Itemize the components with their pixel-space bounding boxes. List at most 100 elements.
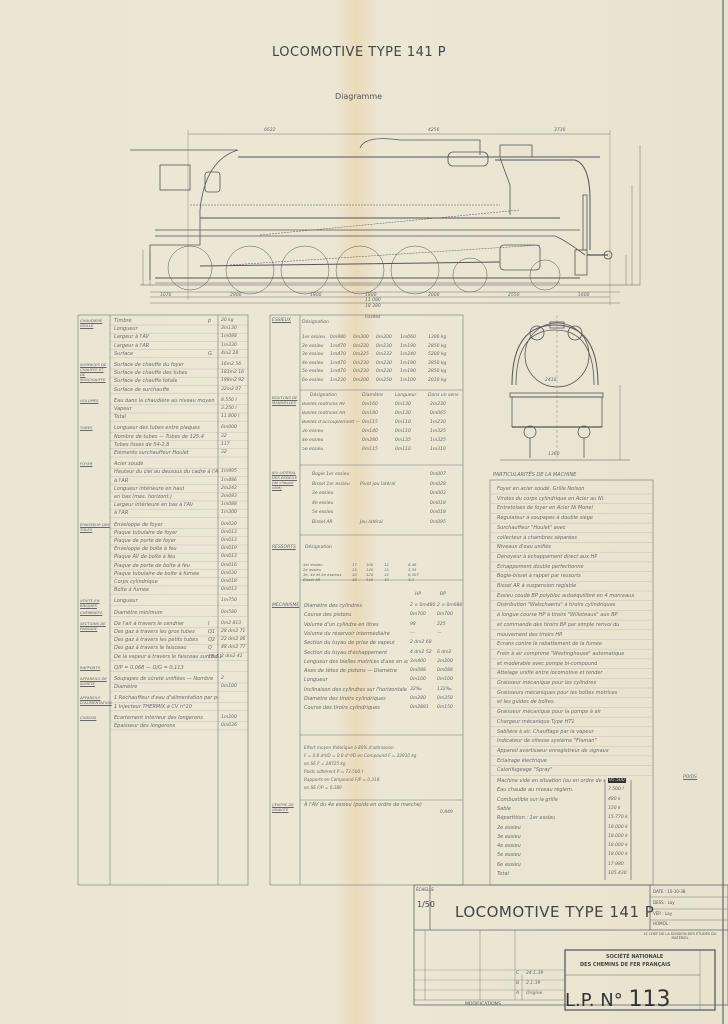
modification-index: A <box>516 991 520 996</box>
ressort-cell: 1er essieu <box>303 562 323 567</box>
bielles-header: Dans un sens <box>428 393 459 398</box>
particularite-item: Sablière à air. Chauffage par la vapeur <box>497 728 594 735</box>
spec-value: 0m030 <box>221 570 237 576</box>
scale-label: ÉCHELLE <box>416 887 434 892</box>
spec-value: 32m2 07 <box>221 386 242 392</box>
particularite-item: Calorifugeage "Spray" <box>497 767 553 774</box>
dome <box>359 138 481 155</box>
dim-bottom-4: 1800 <box>365 293 377 298</box>
mecanisme-hp: 3m400 <box>410 658 426 664</box>
bielle-cell: 0m280 <box>362 438 378 443</box>
spec-description: Timbre <box>114 318 132 324</box>
mecanisme-hp: 2 dm2 68 <box>410 640 432 646</box>
spec-value: 11.800 l <box>221 414 240 420</box>
spec-description: Eau dans la chaudière au niveau moyen <box>114 397 215 404</box>
essieu-cell: 1m470 <box>330 352 346 357</box>
spec-value: 28 dm2 71 <box>221 629 246 634</box>
essieu-cell: 1m470 <box>330 343 346 349</box>
locomotive-front-view <box>500 315 630 461</box>
particularite-item: Éclairage électrique <box>497 757 547 764</box>
section-label: TUBES <box>80 425 93 431</box>
homologated-field: HOMOL : <box>653 921 671 926</box>
spec-description: Longueur <box>114 598 138 605</box>
bielle-cell: 5e essieu <box>302 447 324 452</box>
centre-gravite-text: À l'AV du 4e essieu (poids en ordre de m… <box>304 802 422 808</box>
spec-value: 3.250 l <box>221 406 237 411</box>
mecanisme-description: Longueur des bielles motrices d'axe en a… <box>304 658 408 665</box>
effort-line: F = 0.8 d²l/D = 0.8 d'²l/D en Compound F… <box>304 753 417 758</box>
spec-description: Diamètre <box>114 684 138 691</box>
essieu-cell: 0m230 <box>353 360 369 366</box>
modifications-label: MODIFICATIONS <box>465 1002 501 1007</box>
spec-value: 1m200 <box>221 714 237 720</box>
essieu-cell: 0m225 <box>353 352 369 357</box>
dim-bottom-2: 2900 <box>230 293 242 298</box>
poids-value: 105.430 <box>608 871 627 876</box>
spec-value: 198m2 92 <box>221 378 244 384</box>
ressort-cell: 2e essieu <box>303 567 322 572</box>
bielle-cell: 1m325 <box>430 438 446 443</box>
middle-table-frame <box>269 314 464 886</box>
poids-description: Répartition : 1er essieu <box>497 815 556 822</box>
spec-description: Enveloppe de boîte à feu <box>114 546 177 553</box>
modification-date: Origine <box>526 991 543 996</box>
essieu-cell: 1m190 <box>400 343 416 349</box>
bogie-wheel <box>452 257 488 293</box>
mecanisme-bp: 0m100 <box>437 677 453 683</box>
mecanisme-bp: 225 <box>437 621 446 627</box>
bielle-cell: Bielles motrices AV <box>302 402 346 407</box>
section-label: VOÛTE EN BRIQUES <box>80 598 100 609</box>
particularite-item: Appareil avertisseur enregistreur de sig… <box>497 747 609 754</box>
sheet-edge <box>722 0 724 1024</box>
wheel-4 <box>280 245 330 295</box>
poids-description: Sable <box>497 805 511 812</box>
jeu-cell: 0m095 <box>430 519 446 525</box>
ressort-cell: 3,3 <box>408 577 415 582</box>
spec-description: Plaque AV de boîte à feu <box>114 554 176 561</box>
poids-description: Machine vide en situation (ou en ordre d… <box>497 778 605 784</box>
poids-value: 95.500 <box>608 778 626 783</box>
bp-header: BP <box>440 592 446 597</box>
particularite-item: mouvement des tiroirs HP. <box>497 631 564 638</box>
jeu-cell: Jeu latéral <box>360 519 383 525</box>
jeu-cell: Bogie 1er essieu <box>312 472 350 477</box>
mecanisme-description: Section du tuyau d'échappement <box>304 649 388 656</box>
poids-value: 17.980 <box>608 861 624 867</box>
smokebox <box>495 159 591 250</box>
bielle-cell: 1m310 <box>430 447 446 452</box>
spec-value: 32 <box>221 450 227 455</box>
division-chief-label: LE CHEF DE LA DIVISION DES ÉTUDES DU MAT… <box>643 932 717 940</box>
particularite-item: Surchauffeur "Houlet" avec <box>497 524 566 531</box>
particularite-item: Chargeur mécanique Type HT1 <box>497 718 575 725</box>
spec-description: Boîte à fumée <box>114 587 150 594</box>
jeu-cell: Pivot jeu latéral <box>360 481 396 487</box>
dim-bottom-7: 1600 <box>578 293 590 298</box>
jeu-cell: 3e essieu <box>312 491 334 496</box>
mecanisme-bp: 6 dm2 <box>437 649 452 655</box>
tables-grid <box>77 314 654 886</box>
dim-wheelbase: 11 080 <box>365 298 381 303</box>
essieu-cell: 0m980 <box>330 335 346 340</box>
mecanisme-hp: 98 <box>410 621 416 627</box>
drawing-title: LOCOMOTIVE TYPE 141 P <box>272 45 447 60</box>
bielle-cell: Bielles motrices AR <box>302 411 346 416</box>
spec-description: Plaque tubulaire de boîte à fumée <box>114 570 200 577</box>
particularite-item: Régulateur à soupapes à double siège <box>497 515 593 522</box>
driving-wheels <box>167 245 561 295</box>
dim-front-diameter: 2410 <box>545 378 557 383</box>
essieu-cell: 0m200 <box>353 377 369 383</box>
effort-line: en SE F/P = 0,389 <box>304 785 342 790</box>
title-block-title: LOCOMOTIVE TYPE 141 P <box>455 903 655 921</box>
poids-value: 18.000 k <box>608 852 628 858</box>
spec-value: 1m300 <box>221 510 237 516</box>
bielle-cell: 0m115 <box>362 420 378 425</box>
particularite-item: Entretoises de foyer en Acier Ni Monel <box>497 505 593 512</box>
spec-description: Vapeur <box>114 406 132 412</box>
section-label: RAPPORTS <box>80 664 101 670</box>
spec-description: De l'air à travers le cendrier <box>114 620 185 627</box>
spec-value: 2 dm2 41 <box>221 653 243 659</box>
mecanisme-description: Inclinaison des cylindres sur l'horizont… <box>304 686 408 693</box>
essieu-cell: 1m190 <box>400 369 416 374</box>
poids-value: 18.000 k <box>608 843 628 849</box>
scale-value: 1/50 <box>417 900 435 909</box>
